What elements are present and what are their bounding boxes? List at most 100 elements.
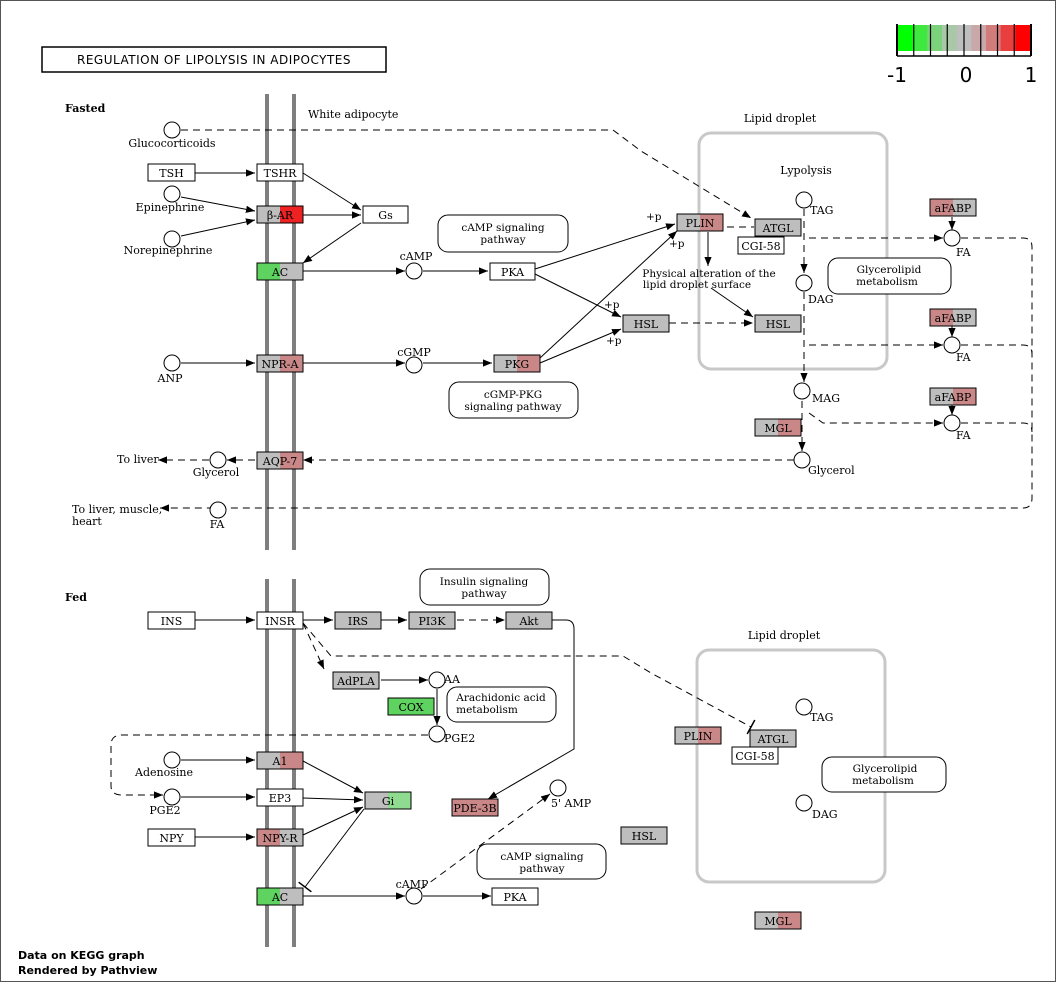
gene-irs[interactable]: IRS bbox=[334, 611, 382, 630]
gene-cox[interactable]: COX bbox=[387, 697, 435, 716]
physical-alteration-label-1: Physical alteration of the bbox=[642, 268, 775, 280]
compound-camp-2[interactable]: cAMP bbox=[396, 878, 429, 905]
compound-fa-1[interactable]: FA bbox=[209, 501, 227, 531]
phospho-label-2: +p bbox=[669, 238, 685, 250]
gene-hsl3[interactable]: HSL bbox=[620, 826, 668, 845]
gene-ep3[interactable]: EP3 bbox=[256, 788, 304, 807]
pathway-cgmp-pkg[interactable]: cGMP-PKG signaling pathway bbox=[448, 381, 579, 419]
gene-adpla[interactable]: AdPLA bbox=[332, 671, 380, 690]
compound-epinephrine[interactable]: Epinephrine bbox=[136, 185, 205, 214]
gene-pka2[interactable]: PKA bbox=[491, 887, 539, 906]
gene-hsl1[interactable]: HSL bbox=[622, 314, 670, 333]
compound-aa[interactable]: AA bbox=[428, 671, 461, 689]
compound-dag-2[interactable]: DAG bbox=[795, 794, 838, 821]
phospho-label-4: +p bbox=[606, 335, 622, 347]
gene-label: IRS bbox=[348, 615, 368, 628]
gene-ac2[interactable]: AC bbox=[256, 887, 304, 906]
gene-npy[interactable]: NPY bbox=[147, 828, 196, 847]
compound-tag-1[interactable]: TAG bbox=[795, 191, 833, 217]
svg-text:pathway: pathway bbox=[519, 863, 564, 875]
pathway-glycerolipid-1[interactable]: Glycerolipid metabolism bbox=[827, 257, 952, 295]
legend-swatch bbox=[986, 25, 1002, 51]
gene-label: HSL bbox=[634, 318, 659, 331]
compound-glucocorticoids[interactable]: Glucocorticoids bbox=[128, 121, 216, 150]
gene-a1[interactable]: A1 bbox=[256, 751, 304, 770]
svg-text:PGE2: PGE2 bbox=[444, 732, 475, 745]
svg-text:FA: FA bbox=[956, 246, 972, 259]
gene-mgl1[interactable]: MGL bbox=[754, 418, 802, 437]
legend-swatch bbox=[942, 25, 958, 51]
gene-ac1[interactable]: AC bbox=[256, 262, 304, 281]
gene-label: Gi bbox=[382, 795, 395, 808]
gene-bar[interactable]: β-AR bbox=[256, 205, 304, 224]
pathway-camp-signaling-2[interactable]: cAMP signaling pathway bbox=[476, 843, 607, 880]
pathway-insulin-signaling[interactable]: Insulin signaling pathway bbox=[419, 568, 550, 606]
gene-atgl2[interactable]: ATGL bbox=[749, 729, 797, 748]
gene-aqp7[interactable]: AQP-7 bbox=[256, 451, 304, 470]
compound-camp-1[interactable]: cAMP bbox=[400, 250, 433, 280]
gene-label: INSR bbox=[265, 615, 296, 628]
gene-label: TSH bbox=[159, 167, 183, 180]
svg-text:Norepinephrine: Norepinephrine bbox=[124, 244, 213, 257]
compound-pge2-a[interactable]: PGE2 bbox=[428, 725, 475, 745]
gene-afabp3[interactable]: aFABP bbox=[929, 387, 977, 406]
gene-ins[interactable]: INS bbox=[147, 611, 196, 630]
compound-anp[interactable]: ANP bbox=[157, 354, 184, 385]
gene-label: AdPLA bbox=[336, 675, 376, 688]
gene-afabp2[interactable]: aFABP bbox=[929, 308, 977, 327]
gene-label: CGI-58 bbox=[741, 240, 780, 253]
svg-text:cAMP signaling: cAMP signaling bbox=[500, 851, 584, 863]
compound-cgmp[interactable]: cGMP bbox=[397, 346, 431, 374]
legend-swatch bbox=[927, 25, 943, 51]
svg-text:5' AMP: 5' AMP bbox=[551, 797, 592, 810]
gene-gi[interactable]: Gi bbox=[364, 791, 412, 810]
compound-fa-2[interactable]: FA bbox=[943, 229, 972, 259]
compound-mag[interactable]: MAG bbox=[793, 382, 840, 405]
gene-atgl1[interactable]: ATGL bbox=[754, 218, 802, 237]
gene-hsl2[interactable]: HSL bbox=[754, 314, 802, 333]
gene-label: MGL bbox=[764, 422, 792, 435]
phospho-label-1: +p bbox=[646, 211, 662, 223]
compound-fa-4[interactable]: FA bbox=[943, 414, 972, 442]
gene-label: aFABP bbox=[935, 202, 972, 215]
gene-pi3k[interactable]: PI3K bbox=[408, 611, 456, 630]
gene-plin1[interactable]: PLIN bbox=[676, 213, 724, 232]
gene-mgl2[interactable]: MGL bbox=[754, 911, 802, 930]
gene-afabp1[interactable]: aFABP bbox=[929, 198, 977, 217]
compound-adenosine[interactable]: Adenosine bbox=[134, 751, 193, 779]
gene-tshr[interactable]: TSHR bbox=[256, 163, 304, 182]
svg-text:ANP: ANP bbox=[157, 372, 184, 385]
to-liver-muscle-label-1: To liver, muscle, bbox=[72, 503, 162, 516]
gene-cgi58a[interactable]: CGI-58 bbox=[737, 236, 785, 255]
compound-norepinephrine[interactable]: Norepinephrine bbox=[124, 230, 213, 257]
gene-pde3b[interactable]: PDE-3B bbox=[451, 798, 499, 817]
compound-fa-3[interactable]: FA bbox=[943, 336, 972, 364]
pathway-glycerolipid-2[interactable]: Glycerolipid metabolism bbox=[821, 756, 947, 793]
gene-plin2[interactable]: PLIN bbox=[674, 726, 722, 745]
gene-label: PKA bbox=[503, 891, 527, 904]
svg-text:metabolism: metabolism bbox=[456, 704, 518, 716]
gene-gs[interactable]: Gs bbox=[362, 205, 409, 224]
gene-npra[interactable]: NPR-A bbox=[256, 354, 304, 373]
gene-pka1[interactable]: PKA bbox=[489, 262, 536, 281]
pathway-camp-signaling-1[interactable]: cAMP signaling pathway bbox=[437, 214, 569, 253]
compound-glycerol-2[interactable]: Glycerol bbox=[793, 451, 855, 477]
svg-text:Arachidonic acid: Arachidonic acid bbox=[455, 692, 546, 704]
legend-swatch bbox=[898, 25, 914, 51]
gene-akt[interactable]: Akt bbox=[505, 611, 553, 630]
gene-cgi58b[interactable]: CGI-58 bbox=[731, 746, 779, 765]
compound-dag-1[interactable]: DAG bbox=[795, 274, 834, 306]
section-fed: Fed bbox=[65, 591, 87, 604]
gene-tsh[interactable]: TSH bbox=[147, 163, 196, 182]
pathway-arachidonic-acid[interactable]: Arachidonic acid metabolism bbox=[446, 686, 557, 723]
gene-npyr[interactable]: NPY-R bbox=[256, 828, 304, 847]
gene-label: A1 bbox=[272, 755, 288, 768]
compound-pge2-b[interactable]: PGE2 bbox=[149, 788, 181, 817]
gene-pkg[interactable]: PKG bbox=[493, 354, 541, 373]
compound-tag-2[interactable]: TAG bbox=[795, 698, 833, 724]
compound-glycerol-1[interactable]: Glycerol bbox=[193, 451, 240, 479]
compound-5-amp[interactable]: 5' AMP bbox=[549, 779, 592, 810]
gene-insr[interactable]: INSR bbox=[256, 611, 304, 630]
